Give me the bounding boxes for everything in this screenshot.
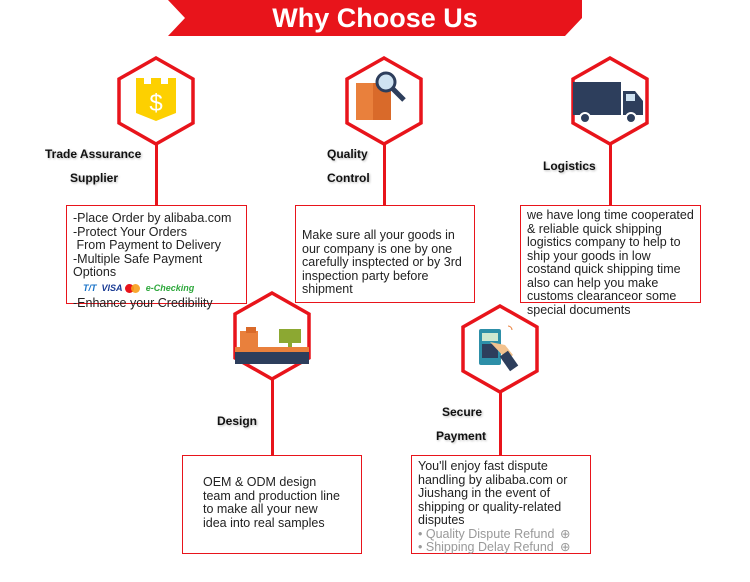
payment-methods: T/T VISA e-Checking	[83, 282, 240, 296]
secure-label: Secure	[442, 405, 483, 419]
payment-terminal-icon	[479, 325, 519, 372]
text-line: -Place Order by alibaba.com	[73, 211, 232, 225]
quality-hexagon	[344, 56, 424, 146]
secure-payment-hexagon	[460, 304, 540, 394]
refund-item[interactable]: • Quality Dispute Refund⊕	[418, 526, 571, 541]
secure-payment-text: You'll enjoy fast dispute handling by al…	[418, 459, 568, 527]
logistics-label: Logistics	[543, 159, 596, 173]
control-label: Control	[327, 171, 370, 185]
logistics-box: we have long time cooperated & reliable …	[520, 205, 701, 316]
expand-plus-icon[interactable]: ⊕	[560, 526, 571, 541]
shield-dollar-icon: $	[136, 78, 176, 121]
trade-assurance-label: Trade Assurance	[45, 147, 142, 161]
trade-assurance-box: -Place Order by alibaba.com -Protect You…	[66, 205, 247, 310]
expand-plus-icon[interactable]: ⊕	[560, 540, 571, 554]
refund-item[interactable]: • Shipping Delay Refund⊕	[418, 540, 571, 554]
payment-label: Payment	[436, 429, 487, 443]
magnifier-box-icon	[356, 71, 406, 120]
trade-assurance-hexagon: $	[116, 56, 196, 146]
design-label: Design	[217, 414, 258, 428]
design-box: OEM & ODM design team and production lin…	[182, 455, 362, 554]
visa-logo: VISA	[101, 282, 123, 293]
refund-label: Quality Dispute Refund	[425, 526, 555, 541]
title-banner	[168, 0, 582, 36]
page-title: Why Choose Us	[272, 3, 478, 33]
secure-payment-box: You'll enjoy fast dispute handling by al…	[411, 455, 591, 554]
text-line: -Protect Your Orders	[73, 224, 187, 239]
design-desk-icon	[235, 327, 309, 364]
text-line: -Enhance your Credibility	[73, 296, 213, 310]
mastercard-logo	[124, 283, 141, 293]
logistics-hexagon	[570, 56, 650, 146]
text-line: -Multiple Safe Payment Options	[73, 251, 203, 279]
trade-assurance-label-2: Supplier	[70, 171, 119, 185]
tt-logo: T/T	[83, 282, 97, 293]
echecking-logo: e-Checking	[145, 282, 195, 293]
text-line: From Payment to Delivery	[73, 238, 221, 252]
truck-icon	[573, 82, 643, 124]
svg-text:$: $	[149, 90, 162, 117]
quality-box: Make sure all your goods in our company …	[295, 205, 475, 303]
quality-label: Quality	[327, 147, 368, 161]
design-hexagon	[232, 291, 312, 381]
refund-label: Shipping Delay Refund	[425, 540, 554, 554]
